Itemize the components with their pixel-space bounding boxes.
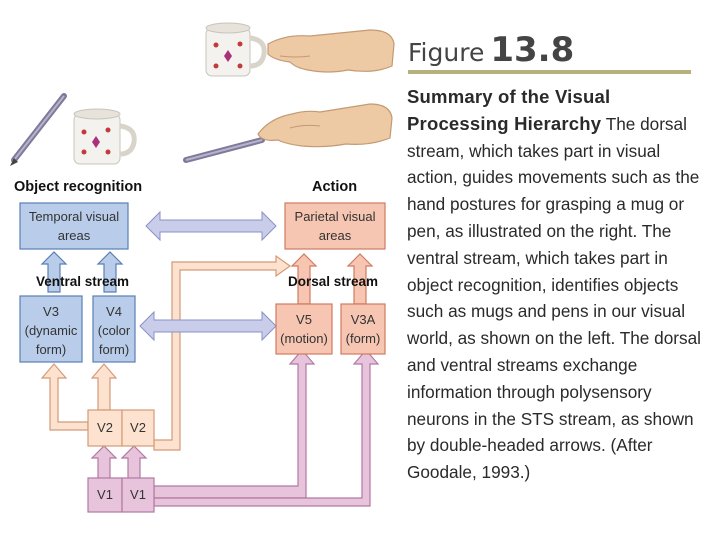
v3-line-3: form) (35, 342, 67, 357)
hand-icon (257, 103, 393, 148)
ventral-stream-label: Ventral stream (36, 274, 130, 289)
v3-box (19, 295, 83, 363)
v3-line-1: V3 (43, 304, 59, 319)
caption-title: Summary of the Visual Processing Hierarc… (407, 86, 611, 134)
dorsal-v2-pathway (153, 254, 292, 451)
pen-icon (10, 93, 67, 166)
temporal-line-2: areas (57, 228, 91, 243)
dorsal-stream-label: Dorsal stream (288, 274, 379, 289)
v2-right-text: V2 (130, 420, 146, 435)
caption-body: The dorsal stream, which takes part in v… (407, 113, 701, 483)
ventral-v2-pathway (40, 363, 118, 431)
v4-line-2: (color (97, 323, 131, 338)
parietal-areas-box (284, 202, 386, 250)
parietal-areas-text: Parietal visual areas (285, 207, 385, 245)
v1-right-box (121, 477, 155, 513)
v1-left-box (87, 477, 123, 513)
sts-double-arrow-bottom (139, 310, 277, 342)
temporal-areas-box (19, 202, 129, 250)
ventral-to-temporal-arrows (40, 251, 124, 293)
temporal-line-1: Temporal visual (28, 209, 120, 224)
v5-line-2: (motion) (280, 331, 328, 346)
v2-left-box (87, 409, 123, 447)
v3a-box (340, 303, 386, 355)
v3-line-2: (dynamic (24, 323, 78, 338)
object-recognition-label: Object recognition (14, 179, 143, 195)
dorsal-v1-pathway (153, 349, 380, 507)
v1-to-v2-arrows (90, 445, 148, 485)
figure-caption: Summary of the Visual Processing Hierarc… (407, 84, 707, 486)
figure-rule (408, 70, 691, 74)
v1-right-text: V1 (130, 487, 146, 502)
pen-icon (183, 137, 265, 163)
v3a-line-1: V3A (350, 312, 376, 327)
v2-left-text: V2 (97, 420, 113, 435)
temporal-areas-text: Temporal visual areas (20, 207, 128, 245)
v4-line-3: form) (98, 342, 130, 357)
v4-line-1: V4 (106, 304, 122, 319)
v4-text: V4 (color form) (93, 302, 135, 359)
mug-icon (205, 22, 267, 77)
v4-box (92, 295, 136, 363)
v3a-text: V3A (form) (341, 310, 385, 348)
parietal-line-2: areas (318, 228, 352, 243)
mug-icon (73, 108, 137, 165)
action-label: Action (312, 179, 358, 195)
v3a-line-2: (form) (345, 331, 381, 346)
figure-number: 13.8 (490, 30, 575, 70)
figure-word: Figure (408, 38, 485, 67)
v5-box (275, 303, 333, 355)
parietal-line-1: Parietal visual (294, 209, 376, 224)
v3-text: V3 (dynamic form) (20, 302, 82, 359)
v2-right-box (121, 409, 155, 447)
v5-text: V5 (motion) (276, 310, 332, 348)
v1-left-text: V1 (97, 487, 113, 502)
sts-double-arrow-top (145, 210, 277, 242)
hand-icon (267, 29, 395, 73)
dorsal-to-parietal-arrows (290, 253, 374, 305)
v5-line-1: V5 (296, 312, 312, 327)
